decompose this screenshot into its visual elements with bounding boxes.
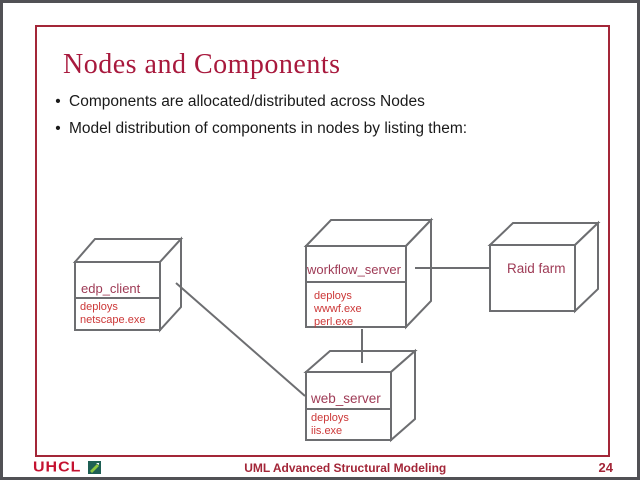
uhcl-logo-slash-icon — [88, 461, 102, 474]
uhcl-logo-text: UHCL — [33, 459, 82, 475]
slide-footer: UHCL UML Advanced Structural Modeling 24 — [33, 458, 613, 477]
node-deploy-line: netscape.exe — [80, 314, 145, 326]
node-front-face — [74, 261, 161, 331]
node-edp-client — [72, 236, 184, 333]
node-front-face — [305, 245, 407, 328]
node-front-face — [489, 244, 576, 312]
slide-title: Nodes and Components — [63, 49, 341, 80]
node-name-label: edp_client — [81, 281, 141, 296]
connection-edpclient-webserver — [175, 282, 306, 397]
uml-deployment-diagram: edp_client deploys netscape.exe workflow… — [72, 217, 601, 443]
slide-frame: Nodes and Components • Components are al… — [35, 25, 610, 457]
uhcl-logo: UHCL — [33, 459, 102, 477]
node-deploy-line: deploys — [314, 290, 352, 302]
bullet-item: • Components are allocated/distributed a… — [47, 93, 597, 110]
bullet-icon: • — [55, 93, 61, 110]
node-web-server — [303, 348, 418, 443]
footer-title: UML Advanced Structural Modeling — [244, 460, 447, 475]
node-deploy-line: deploys — [311, 412, 349, 424]
node-name-label: web_server — [310, 391, 381, 406]
node-raid-farm — [487, 220, 601, 314]
node-deploy-line: iis.exe — [311, 425, 342, 437]
node-name-label: workflow_server — [306, 262, 402, 277]
node-workflow-server — [303, 217, 434, 330]
node-front-face — [305, 371, 392, 441]
bullet-icon: • — [55, 120, 61, 137]
node-deploy-line: perl.exe — [314, 316, 353, 328]
bullet-item: • Model distribution of components in no… — [47, 120, 597, 137]
node-deploy-line: deploys — [80, 301, 118, 313]
node-deploy-line: wwwf.exe — [313, 303, 362, 315]
node-name-label: Raid farm — [507, 261, 566, 276]
bullet-text: Model distribution of components in node… — [69, 120, 468, 137]
bullet-text: Components are allocated/distributed acr… — [69, 93, 425, 110]
page-number: 24 — [598, 460, 613, 475]
bullet-list: • Components are allocated/distributed a… — [47, 93, 597, 147]
